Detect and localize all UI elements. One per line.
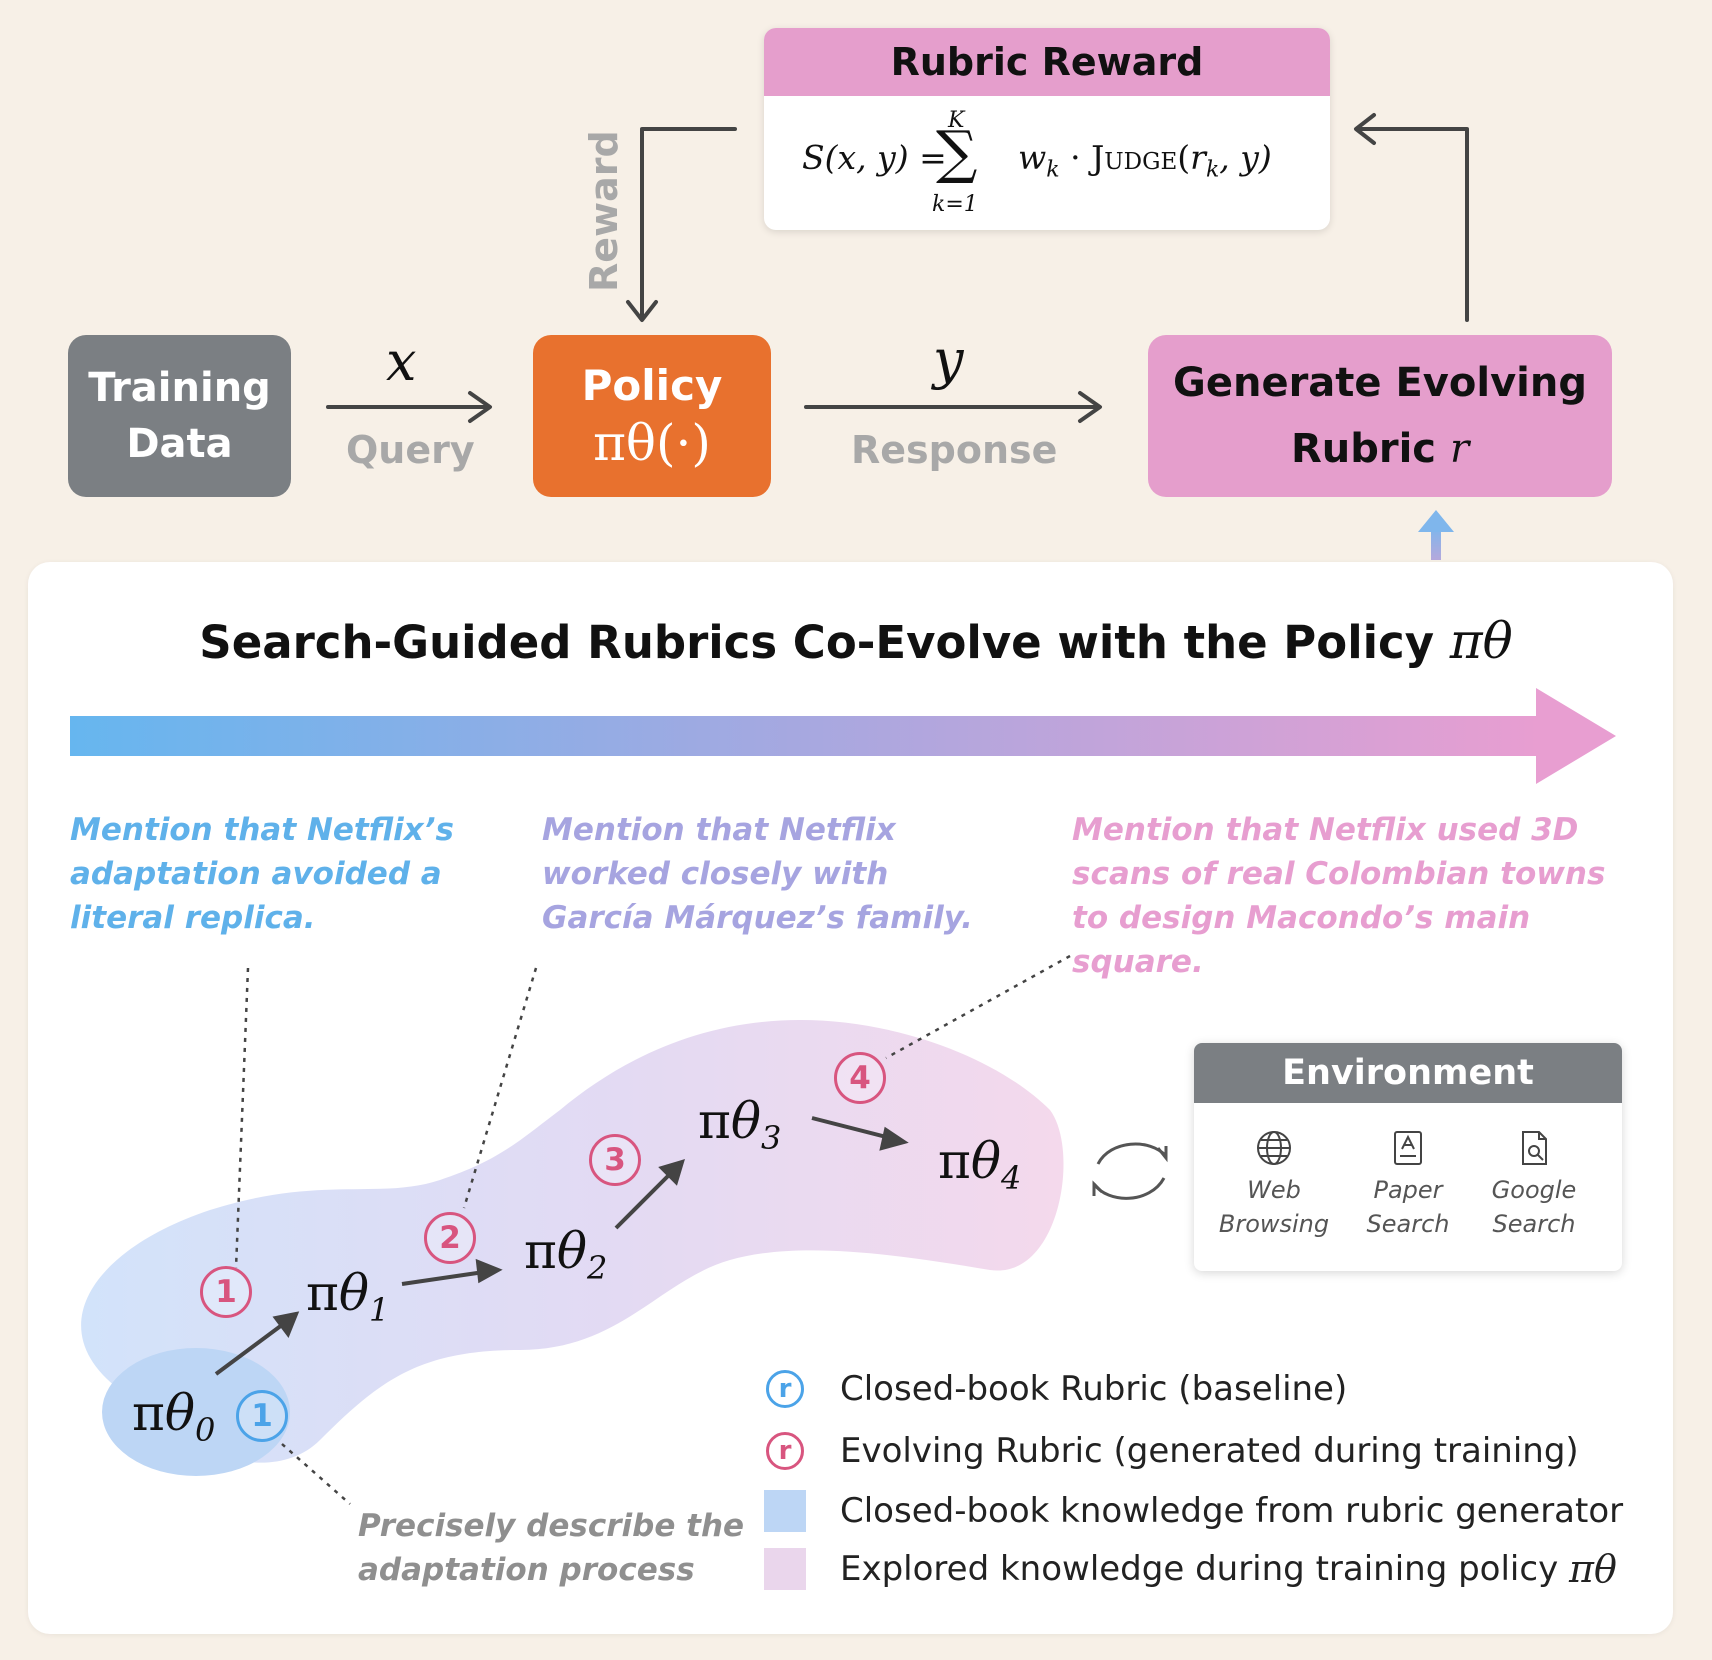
evolving-marker-4: 4 — [834, 1052, 886, 1104]
legend-evolving-rubric: r Evolving Rubric (generated during trai… — [764, 1426, 1579, 1476]
step-arrow-2-3 — [614, 1170, 674, 1230]
query-var: x — [386, 330, 417, 393]
document-icon — [1394, 1131, 1422, 1165]
legend-marker-red: r — [766, 1432, 804, 1470]
training-data-box: Training Data — [68, 335, 291, 497]
training-data-line1: Training — [88, 365, 271, 411]
legend-explored-knowledge: Explored knowledge during training polic… — [764, 1544, 1617, 1594]
rubric-note-3: Mention that Netflix used 3D scans of re… — [1072, 812, 1606, 980]
policy-symbol: πθ(·) — [593, 413, 711, 472]
step-arrowhead-0-1 — [272, 1311, 300, 1339]
legend-closed-book-rubric: r Closed-book Rubric (baseline) — [764, 1364, 1347, 1414]
query-arrowhead — [468, 391, 492, 423]
closed-book-marker-1: 1 — [236, 1390, 288, 1442]
policy-box: Policy πθ(·) — [533, 335, 771, 497]
reward-arrowhead — [626, 300, 658, 322]
step-arrowhead-1-2 — [475, 1258, 503, 1284]
step-arrowhead-2-3 — [658, 1159, 685, 1186]
policy-label: Policy — [581, 360, 723, 410]
step-arrowhead-3-4 — [879, 1126, 909, 1151]
panel-title: Search-Guided Rubrics Co-Evolve with the… — [199, 612, 1513, 670]
evolving-marker-1: 1 — [200, 1266, 252, 1318]
policy-node-1: πθ1 — [306, 1264, 390, 1329]
legend-label-4: Explored knowledge during training polic… — [840, 1549, 1559, 1589]
evolving-marker-2: 2 — [424, 1212, 476, 1264]
legend-closed-book-knowledge: Closed-book knowledge from rubric genera… — [764, 1486, 1623, 1536]
legend-swatch-pink — [764, 1548, 806, 1590]
closed-book-region — [102, 1348, 290, 1476]
query-label: Query — [346, 428, 475, 472]
policy-node-3: πθ3 — [698, 1092, 782, 1157]
formula-rhs: wk · Judge(rk, y) — [1018, 138, 1272, 183]
rubric-feedback-arrow — [1356, 127, 1469, 322]
legend-label-3: Closed-book knowledge from rubric genera… — [840, 1491, 1624, 1531]
step-arrow-1-2 — [401, 1270, 485, 1286]
training-data-line2: Data — [126, 421, 233, 467]
legend-label-1: Closed-book Rubric (baseline) — [840, 1369, 1348, 1409]
formula-upper: K — [948, 108, 965, 133]
rubric-note-1: Mention that Netflix’s adaptation avoide… — [70, 812, 455, 936]
environment-title: Environment — [1194, 1043, 1622, 1103]
baseline-note: Precisely describe the adaptation proces… — [358, 1508, 745, 1588]
formula-lhs: S(x, y) = — [802, 138, 947, 177]
policy-node-0: πθ0 — [132, 1384, 216, 1449]
legend-symbol: πθ — [1569, 1547, 1617, 1591]
file-search-icon — [1522, 1131, 1547, 1165]
leader-line-1 — [234, 967, 250, 1269]
formula-lower: k=1 — [932, 192, 978, 217]
leader-line-2 — [462, 967, 538, 1209]
evolving-marker-3: 3 — [589, 1134, 641, 1186]
rubric-feedback-arrowhead — [1354, 113, 1376, 145]
rubric-reward-title: Rubric Reward — [764, 28, 1330, 96]
response-label: Response — [851, 428, 1058, 472]
bidirectional-arrow — [1418, 510, 1454, 560]
generate-rubric-box: Generate Evolving Rubric r — [1148, 335, 1612, 497]
formula-sum: ∑ — [936, 118, 978, 186]
explored-knowledge-region — [81, 1020, 1064, 1463]
legend-label-2: Evolving Rubric (generated during traini… — [840, 1431, 1579, 1471]
rubric-note-2: Mention that Netflix worked closely with… — [542, 812, 973, 936]
generate-line2: Rubric r — [1290, 426, 1470, 472]
response-var: y — [933, 328, 964, 391]
cycle-icon — [1092, 1142, 1168, 1200]
panel-title-symbol: πθ — [1449, 612, 1513, 670]
rubric-reward-card: Rubric Reward S(x, y) = K ∑ k=1 wk · Jud… — [764, 28, 1330, 230]
globe-icon — [1257, 1131, 1291, 1165]
progress-arrowhead — [1536, 688, 1616, 784]
legend-marker-blue: r — [766, 1370, 804, 1408]
progress-arrow-shaft — [70, 716, 1540, 756]
rubric-reward-formula: S(x, y) = K ∑ k=1 wk · Judge(rk, y) — [764, 96, 1330, 230]
step-arrow-3-4 — [811, 1116, 891, 1140]
reward-arrow — [640, 127, 737, 320]
legend-swatch-blue — [764, 1490, 806, 1532]
step-arrow-0-1 — [214, 1320, 288, 1376]
response-arrowhead — [1078, 391, 1102, 423]
rubric-var: r — [1449, 426, 1470, 472]
top-flow-arrows — [326, 113, 1469, 560]
policy-node-2: πθ2 — [524, 1222, 608, 1287]
generate-line1: Generate Evolving — [1173, 360, 1587, 406]
leader-line-bottom — [281, 1443, 351, 1505]
policy-node-4: πθ4 — [938, 1132, 1022, 1197]
